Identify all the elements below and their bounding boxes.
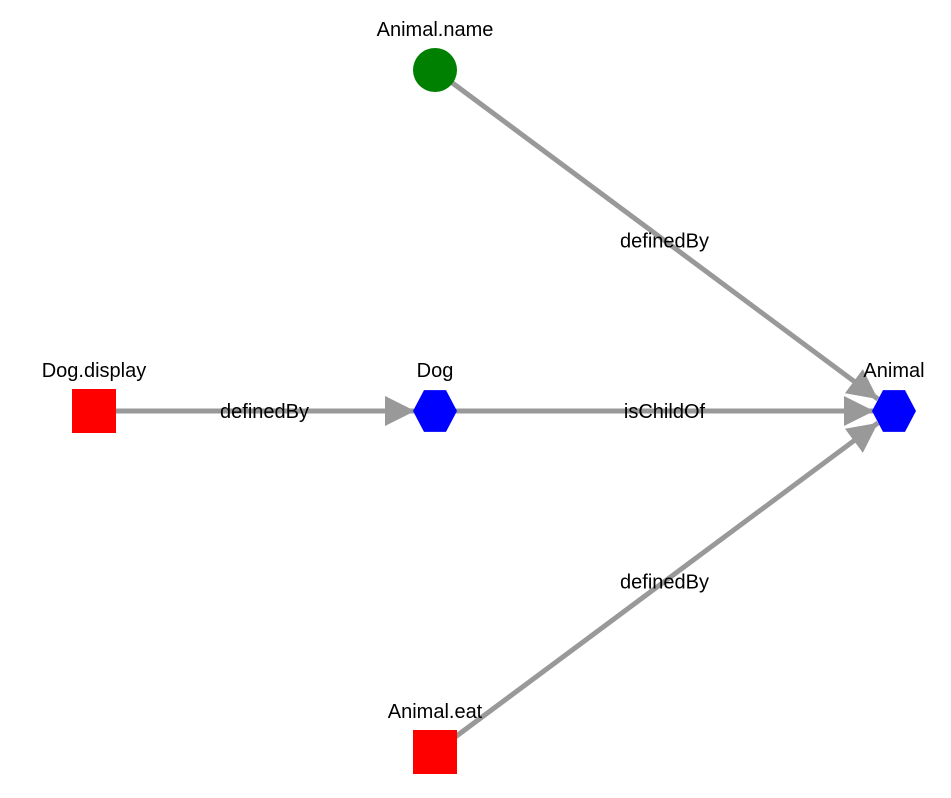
edge-label: definedBy [220, 401, 309, 423]
node-animal_eat[interactable] [413, 730, 457, 774]
node-label-animal_name: Animal.name [377, 19, 494, 41]
edge-label: isChildOf [624, 401, 706, 423]
node-animal_name[interactable] [413, 48, 457, 92]
node-dog[interactable] [413, 390, 457, 432]
node-animal[interactable] [872, 390, 916, 432]
node-label-dog: Dog [417, 360, 454, 382]
edge-layer [105, 74, 880, 748]
node-label-animal_eat: Animal.eat [388, 701, 483, 723]
node-layer [72, 48, 916, 774]
node-label-animal: Animal [863, 360, 924, 382]
node-label-dog_display: Dog.display [42, 360, 147, 382]
edge-label: definedBy [620, 572, 709, 594]
edge-animal_eat-to-animal [442, 420, 880, 748]
edge-label: definedBy [620, 231, 709, 253]
node-dog_display[interactable] [72, 389, 116, 433]
edge-animal_name-to-animal [442, 74, 880, 402]
